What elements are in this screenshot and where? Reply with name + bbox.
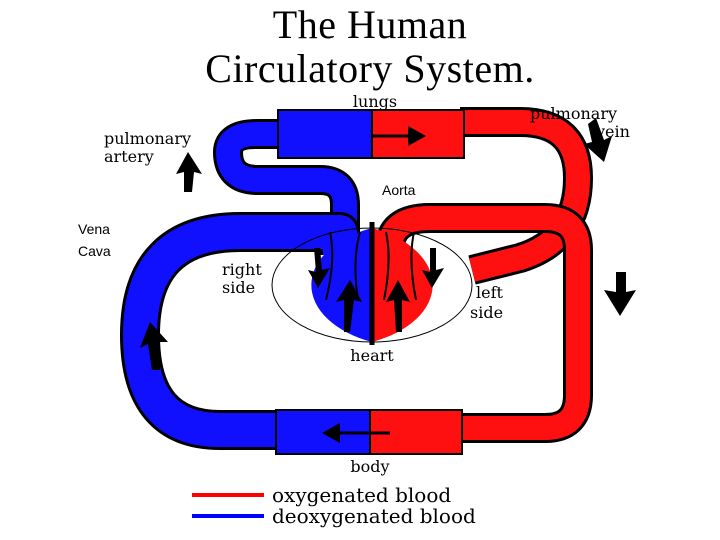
label-right-side-1: right (222, 260, 262, 279)
label-heart: heart (350, 346, 394, 365)
label-body: body (350, 457, 389, 476)
pulmonary-artery-up-arrow (176, 152, 202, 192)
aorta (378, 206, 590, 440)
label-lungs: lungs (353, 92, 397, 111)
heart-left-side (372, 228, 433, 342)
legend-deoxygenated-label: deoxygenated blood (272, 504, 476, 528)
left-ventricle-up-arrow (386, 280, 410, 332)
pulmonary-artery (216, 122, 357, 245)
label-pulmonary-vein-1: pulmonary (530, 104, 617, 123)
pulmonary-vein-down-arrow (584, 118, 612, 162)
label-pulmonary-artery-2: artery (104, 147, 154, 166)
external-flow-arrows (140, 118, 636, 370)
aorta-down-arrow (604, 272, 636, 316)
label-pulmonary-artery-1: pulmonary (104, 129, 191, 148)
vena-cava (123, 215, 357, 447)
label-vena-cava-1: Vena (78, 221, 110, 237)
pulmonary-vein (460, 110, 590, 282)
lungs-flow-arrow-head (408, 126, 426, 146)
heart-valve-lines (325, 231, 417, 301)
label-left-side-2: side (470, 303, 503, 322)
left-atrium-down-arrow (422, 248, 444, 288)
label-left-side-1: left (476, 283, 504, 302)
label-vena-cava-2: Cava (78, 243, 111, 259)
heart-right-side (311, 228, 372, 342)
legend-oxygenated-label: oxygenated blood (272, 483, 451, 507)
diagram-title-line2: Circulatory System. (205, 46, 534, 91)
diagram-title-line1: The Human (273, 2, 467, 47)
vena-cava-up-arrow (140, 322, 168, 370)
right-atrium-down-arrow (308, 248, 330, 288)
label-right-side-2: side (222, 278, 255, 297)
right-ventricle-up-arrow (336, 280, 362, 332)
lungs-deoxygenated-half (277, 109, 375, 159)
label-pulmonary-vein-2: vein (595, 122, 630, 141)
heart-flow-arrows (308, 248, 444, 332)
label-aorta: Aorta (382, 182, 416, 198)
body-flow-arrow-head (322, 423, 340, 443)
